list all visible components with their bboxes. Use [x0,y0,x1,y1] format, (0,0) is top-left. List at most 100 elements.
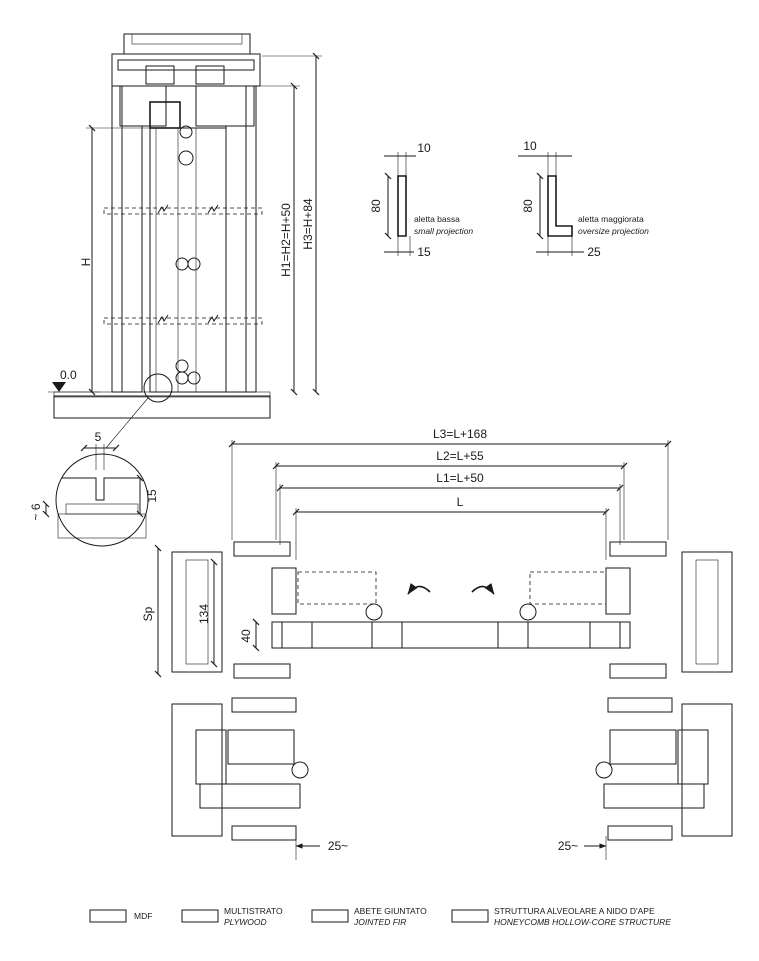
fin-oversize-name-en: oversize projection [578,226,649,236]
l1-dimension-label: L1=L+50 [436,471,484,485]
fin-oversize-shape [547,175,573,237]
door-leaf [149,127,227,393]
roller-low-c [187,371,201,385]
fin-low-name-en: small projection [414,226,473,236]
fin-oversize-bottom-dim: 25 [587,245,601,259]
fin-low-name: aletta bassa [414,214,460,224]
rotate-right-icon [471,583,495,595]
fin-low-top-dim: 10 [417,141,431,155]
end-left-fir-upper [227,729,295,765]
end-left-roller [291,761,309,779]
plan-leaf-fir-4 [589,621,621,649]
trolley-body [149,101,181,129]
plan-right-wall [681,551,733,673]
l2-dimension-label: L2=L+55 [436,449,484,463]
end-right-cap-bottom [607,825,673,841]
depth-40-label: 40 [239,629,253,643]
groove-width-label: 5 [95,430,102,444]
fin-low-bottom-dim: 15 [417,245,431,259]
legend-item-mdf: MDF [89,909,152,923]
plan-leaf-honey-1 [311,621,373,649]
trolley-guide [178,150,194,166]
cross-brace-lower [103,317,263,325]
plan-right-jamb [605,567,631,615]
wall-right-outer [245,85,257,393]
legend-label-fir-en: JOINTED FIR [353,917,406,927]
legend: MDF MULTISTRATO PLYWOOD ABETE GIUNTATO J… [89,906,671,927]
fin-oversize-profile: 10 80 25 aletta maggiorata oversize proj… [518,139,649,259]
fin-low-profile: 10 80 15 aletta bassa small projection [369,141,473,259]
plan-right-cap-bottom [609,663,667,679]
plan-roller-right [519,603,537,621]
end-left-cap-bottom [231,825,297,841]
end-right-honey [603,783,705,809]
fin-low-shape [397,175,407,237]
top-track-channel-left [145,65,175,85]
legend-swatch-mdf [89,909,127,923]
legend-item-fir: ABETE GIUNTATO JOINTED FIR [311,906,427,927]
rotate-left-icon [407,583,431,595]
clearance-label: ~ 6 [29,503,43,520]
plan-right-wall-inner [695,559,719,665]
ceiling-plaster [131,33,243,45]
plan-left-cap-top [233,541,291,557]
fin-oversize-name: aletta maggiorata [578,214,644,224]
height-dimension-label: H [79,258,93,267]
legend-item-honeycomb: STRUTTURA ALVEOLARE A NIDO D'APE HONEYCO… [451,906,671,927]
end-detail-right: 25~ [558,697,733,860]
plan-leaf-fir-3 [497,621,529,649]
offset-left-label: 25~ [328,839,348,853]
wall-right-core [225,125,247,393]
detail-circle [55,453,149,547]
offset-right-label: 25~ [558,839,578,853]
door-glass [195,127,227,393]
plan-left-cap-bottom [233,663,291,679]
legend-swatch-plywood [181,909,219,923]
legend-swatch-fir [311,909,349,923]
fin-low-height-dim: 80 [369,199,383,213]
legend-label-fir: ABETE GIUNTATO [354,906,427,916]
top-track-box [111,53,261,87]
fin-oversize-top-dim: 10 [523,139,537,153]
legend-label-mdf: MDF [134,911,152,921]
plan-roller-left [365,603,383,621]
level-marker-icon [52,382,66,392]
roller-mid-b [187,257,201,271]
plan-section: L3=L+168 L2=L+55 L1=L+50 L [141,427,733,679]
end-right-roller [595,761,613,779]
level-label: 0.0 [60,368,77,382]
depth-134-label: 134 [197,604,211,624]
plan-leaf-honey-3 [527,621,591,649]
plan-right-cap-top [609,541,667,557]
wall-left-core [121,125,143,393]
detail-callout [143,373,173,403]
top-header-fir-right [195,85,255,127]
legend-label-plywood-en: PLYWOOD [224,917,267,927]
legend-swatch-honeycomb [451,909,489,923]
plan-left-jamb [271,567,297,615]
leaf-open-left [297,571,377,605]
sp-dimension-label: Sp [141,606,155,621]
l3-dimension-label: L3=L+168 [433,427,487,441]
end-left-honey [199,783,301,809]
top-header-fir-left [119,85,167,127]
l-dimension-label: L [457,495,464,509]
fin-oversize-height-dim: 80 [521,199,535,213]
detail-guide [65,503,139,515]
top-track-profile [117,59,255,71]
end-detail-left: 25~ [171,697,348,860]
plan-leaf-fir-2 [371,621,403,649]
end-right-cap-top [607,697,673,713]
end-right-wall [681,703,733,837]
floor-guide-detail: 5 15 ~ 6 [29,430,159,547]
plan-leaf-band [271,621,631,649]
wall-left-outer [111,85,123,393]
legend-label-honeycomb-en: HONEYCOMB HOLLOW-CORE STRUCTURE [494,917,671,927]
legend-item-plywood: MULTISTRATO PLYWOOD [181,906,283,927]
h1-h2-dimension-label: H1=H2=H+50 [279,203,293,277]
end-left-wall [171,703,223,837]
door-elevation: 0.0 H H1=H2=H+50 H3=H+84 [48,33,322,449]
floor-slab [53,395,271,419]
floor-finish [53,391,271,398]
